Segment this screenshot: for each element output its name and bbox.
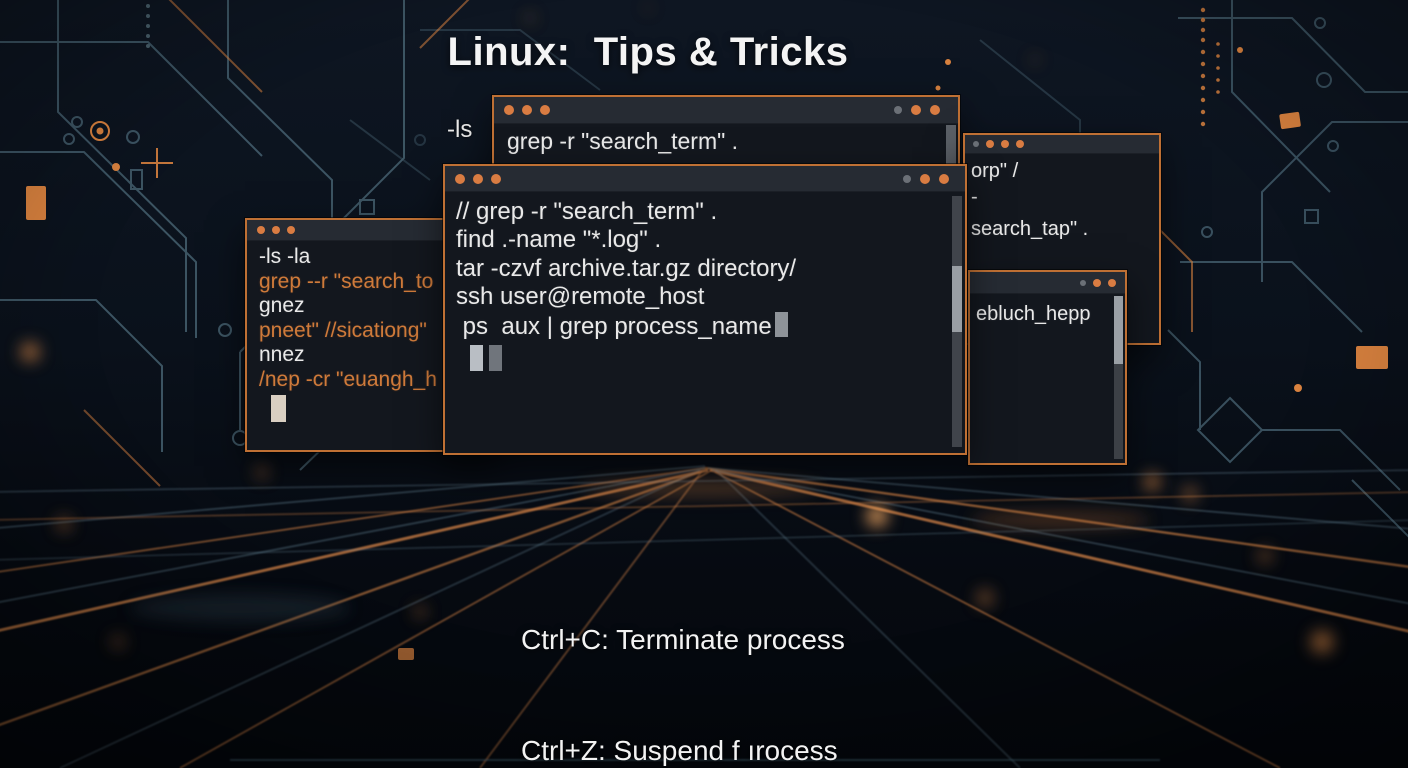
window-dot-icon[interactable] (540, 105, 550, 115)
scrollbar-thumb[interactable] (946, 125, 956, 167)
window-controls-right (1080, 278, 1116, 287)
terminal-line: - (971, 186, 978, 208)
terminal-content-right-middle: ebluch_hepp (970, 294, 1125, 326)
window-dot-icon[interactable] (1093, 278, 1101, 287)
terminal-line: find .-name "*.log" . (456, 226, 662, 254)
window-dot-icon[interactable] (1108, 278, 1116, 287)
window-dot-icon[interactable] (1080, 279, 1086, 286)
window-dot-icon[interactable] (455, 173, 465, 184)
terminal-line: grep -r "search_term" . (507, 128, 739, 154)
window-dot-icon[interactable] (287, 226, 295, 234)
terminal-line: orp" / (971, 160, 1019, 182)
terminal-cursor (271, 395, 286, 422)
titlebar-right-middle[interactable] (970, 272, 1125, 294)
scrollbar-track (1114, 296, 1123, 459)
window-dot-icon[interactable] (491, 173, 501, 184)
terminal-line: /nep -cr "euangh_h (259, 367, 437, 391)
terminal-line: // grep -r "search_term" . (456, 198, 718, 225)
terminal-line: tar -czvf archive.tar.gz directory/ (456, 254, 797, 282)
window-controls-left (973, 140, 1024, 148)
terminal-line: search_tap" . (971, 218, 1089, 240)
terminal-line: grep --r "search_to (259, 269, 434, 293)
window-dot-icon[interactable] (911, 105, 921, 115)
window-dot-icon[interactable] (504, 105, 514, 115)
terminal-window-main: // grep -r "search_term" . find .-name "… (443, 164, 967, 455)
titlebar-left[interactable] (247, 220, 495, 241)
shortcut-tips-list: Ctrl+C: Terminate process Ctrl+Z: Suspen… (408, 547, 1128, 768)
terminal-line: ebluch_hepp (976, 303, 1091, 325)
terminal-line: pneet" //sicationg" (259, 318, 427, 342)
terminal-line: gnez (259, 294, 305, 317)
terminal-content-left: -ls -la grep --r "search_to gnez pneet" … (247, 241, 495, 422)
window-dot-icon[interactable] (1001, 140, 1009, 148)
window-dot-icon[interactable] (920, 173, 930, 184)
terminal-window-right-middle: ebluch_hepp (968, 270, 1127, 465)
terminal-content-main: // grep -r "search_term" . find .-name "… (445, 192, 965, 372)
tip-line: Ctrl+C: Terminate process (521, 624, 845, 655)
terminal-cursor (774, 311, 788, 337)
window-dot-icon[interactable] (522, 105, 532, 115)
tip-line: Ctrl+Z: Suspend f ırocess (521, 735, 838, 766)
titlebar-main[interactable] (445, 166, 965, 192)
scrollbar-thumb[interactable] (1114, 296, 1123, 365)
page-title: Linux: Tips & Tricks (447, 30, 849, 74)
window-controls-right (903, 173, 949, 184)
terminal-line: -ls -la (259, 245, 311, 268)
window-controls-left (504, 105, 550, 115)
window-controls-left (257, 226, 295, 234)
terminal-line: nnez (259, 343, 305, 366)
titlebar-right-top[interactable] (965, 135, 1159, 154)
terminal-cursor (489, 345, 502, 372)
window-dot-icon[interactable] (903, 174, 911, 183)
terminal-content-top: grep -r "search_term" . (494, 124, 958, 155)
window-controls-left (455, 173, 501, 184)
terminal-line: ssh user@remote_host (456, 283, 705, 311)
window-dot-icon[interactable] (930, 105, 940, 115)
scrollbar-track (952, 196, 962, 447)
stray-command-label: -ls (447, 116, 473, 143)
cursor-block-row (470, 345, 941, 372)
window-dot-icon[interactable] (973, 141, 979, 147)
window-dot-icon[interactable] (1016, 140, 1024, 148)
window-dot-icon[interactable] (939, 173, 949, 184)
window-dot-icon[interactable] (473, 173, 483, 184)
terminal-cursor (470, 345, 483, 372)
window-controls-right (894, 105, 940, 115)
terminal-content-right-top: orp" / - search_tap" . (965, 154, 1159, 242)
window-dot-icon[interactable] (894, 106, 902, 114)
window-dot-icon[interactable] (272, 226, 280, 234)
window-dot-icon[interactable] (257, 226, 265, 234)
scrollbar-thumb[interactable] (952, 266, 962, 332)
titlebar-top[interactable] (494, 97, 958, 124)
window-dot-icon[interactable] (986, 140, 994, 148)
terminal-line: ps aux | grep process_name (456, 311, 941, 341)
